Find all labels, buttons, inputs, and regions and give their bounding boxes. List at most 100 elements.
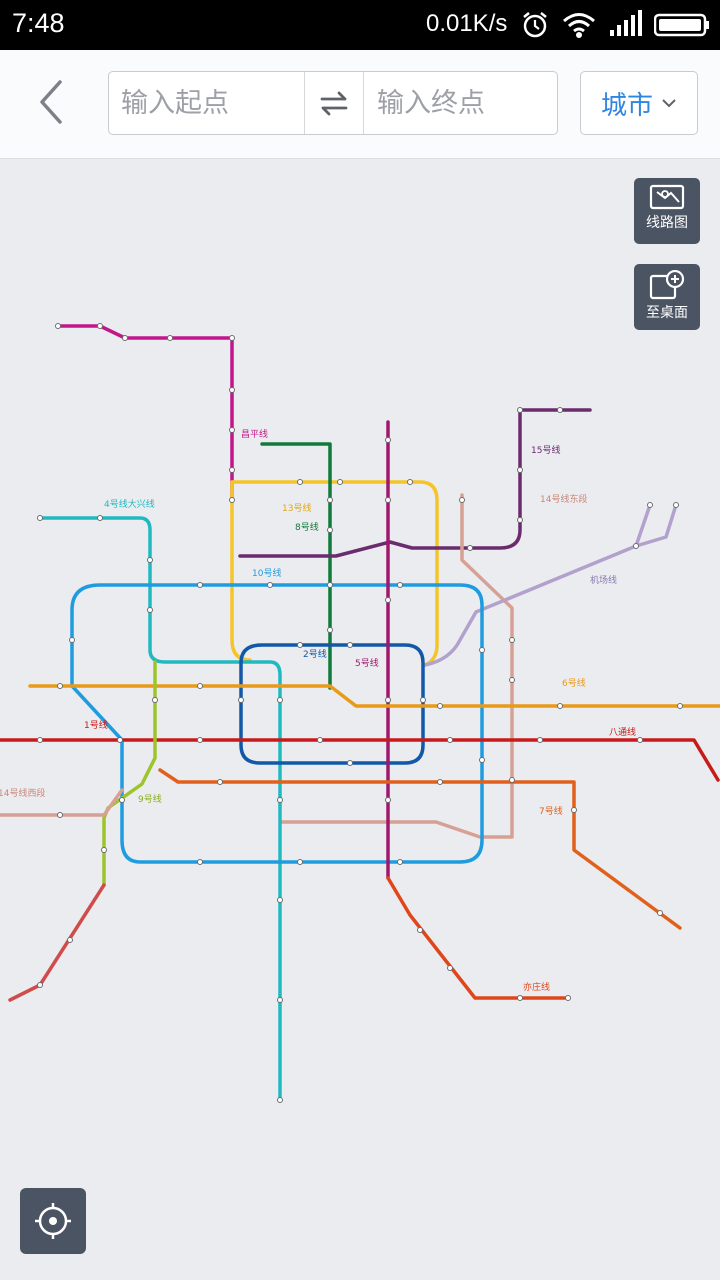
station [297,479,303,485]
station [67,937,73,943]
chevron-left-icon [40,80,62,124]
station [297,859,303,865]
subway-map[interactable]: 昌平线 13号线 8号线 15号线 14号线东段 机场线 4号线大兴线 10号线… [0,159,720,1280]
label-10: 10号线 [252,567,281,579]
line-13 [230,480,439,667]
station [229,497,235,503]
city-select-button[interactable]: 城市 [580,71,698,135]
label-2: 2号线 [303,648,327,660]
network-speed: 0.01K/s [426,10,508,37]
line-8 [260,442,332,690]
line-10 [70,583,484,864]
station [122,335,128,341]
line-6 [28,684,720,708]
station [327,627,333,633]
station [417,927,423,933]
station [97,515,103,521]
label-4: 4号线大兴线 [104,498,155,510]
label-6: 6号线 [562,677,586,689]
station [55,323,61,329]
station [327,527,333,533]
station [277,997,283,1003]
station [677,703,683,709]
station [229,387,235,393]
station [337,479,343,485]
end-input[interactable] [365,72,557,134]
station [557,407,563,413]
line-15 [238,408,592,558]
station [277,1097,283,1103]
add-to-desktop-button[interactable]: 至桌面 [634,264,700,330]
swap-icon [320,91,348,116]
station [420,697,426,703]
station [217,779,223,785]
station [407,479,413,485]
label-batong: 八通线 [609,726,636,738]
station [57,683,63,689]
line-4 [38,516,282,1102]
station [277,897,283,903]
airport-line [423,503,678,667]
status-time: 7:48 [12,8,65,38]
station [197,683,203,689]
locate-icon [35,1203,71,1239]
station [97,323,103,329]
station [229,467,235,473]
label-14e: 14号线东段 [540,493,587,505]
station [238,697,244,703]
station [197,859,203,865]
station [509,637,515,643]
station [347,642,353,648]
station [37,515,43,521]
route-map-button[interactable]: 线路图 [634,178,700,244]
station [101,847,107,853]
start-input[interactable] [109,72,303,134]
station [479,647,485,653]
swap-button[interactable] [304,72,364,134]
station [69,637,75,643]
label-yizhuang: 亦庄线 [523,981,550,993]
station [657,910,663,916]
battery-icon [653,13,710,41]
station [197,737,203,743]
chevron-down-icon [662,99,676,108]
yizhuang-line [386,876,570,1000]
label-13: 13号线 [282,502,311,514]
station [509,777,515,783]
station [327,582,333,588]
station [385,437,391,443]
station [447,965,453,971]
station [447,737,453,743]
line-1 [0,738,720,782]
alarm-icon [520,10,550,44]
station [119,797,125,803]
station [277,697,283,703]
station [479,757,485,763]
station [385,597,391,603]
line-2 [239,643,425,765]
station [197,582,203,588]
station [57,812,63,818]
station [117,737,123,743]
locate-button[interactable] [20,1188,86,1254]
back-button[interactable] [26,70,76,134]
station [147,557,153,563]
station [37,982,43,988]
station [385,497,391,503]
station [673,502,679,508]
subway-map-canvas[interactable]: 昌平线 13号线 8号线 15号线 14号线东段 机场线 4号线大兴线 10号线… [0,159,720,1280]
station [317,737,323,743]
signal-icon [608,10,644,42]
line-9 [102,660,157,887]
label-airport: 机场线 [590,574,617,586]
label-14w: 14号线西段 [0,787,45,799]
station [267,582,273,588]
station [459,497,465,503]
station [647,502,653,508]
station [385,697,391,703]
label-changping: 昌平线 [241,428,268,440]
line-14-east [280,493,514,839]
station [571,807,577,813]
changping-line [56,324,234,502]
fangshan-line [8,883,106,1002]
